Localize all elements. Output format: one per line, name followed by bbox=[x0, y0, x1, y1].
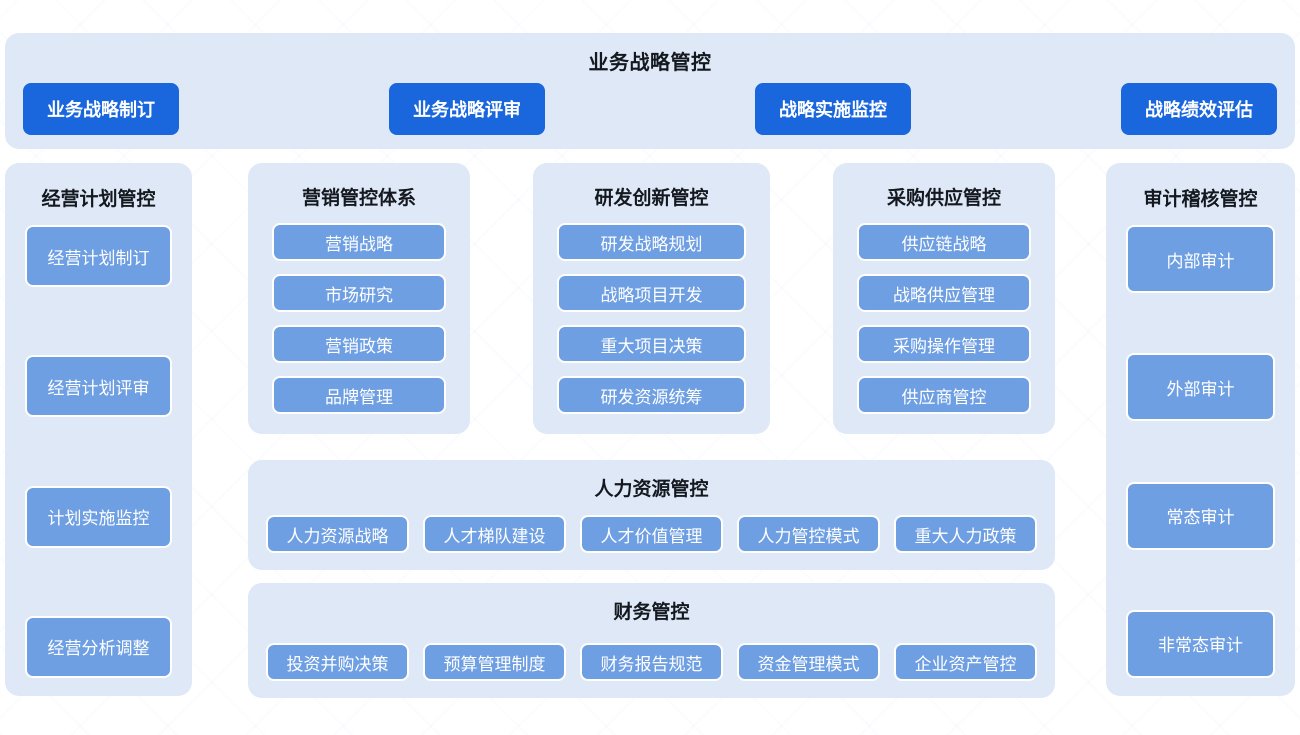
panel-business-plan-control: 经营计划管控 经营计划制订 经营计划评审 计划实施监控 经营分析调整 bbox=[5, 163, 192, 696]
item-plan-review[interactable]: 经营计划评审 bbox=[25, 355, 172, 418]
panel-items-procurement-supply-control: 供应链战略 战略供应管理 采购操作管理 供应商管控 bbox=[857, 223, 1031, 414]
panel-items-marketing-control: 营销战略 市场研究 营销政策 品牌管理 bbox=[272, 223, 446, 414]
panel-items-finance-control: 投资并购决策 预算管理制度 财务报告规范 资金管理模式 企业资产管控 bbox=[266, 643, 1037, 681]
panel-audit-control: 审计稽核管控 内部审计 外部审计 常态审计 非常态审计 bbox=[1106, 163, 1295, 696]
item-major-hr-policy[interactable]: 重大人力政策 bbox=[894, 515, 1037, 553]
strategy-button-performance-evaluation[interactable]: 战略绩效评估 bbox=[1121, 83, 1277, 135]
item-supply-chain-strategy[interactable]: 供应链战略 bbox=[857, 223, 1031, 261]
item-talent-value-management[interactable]: 人才价值管理 bbox=[580, 515, 723, 553]
business-strategy-title: 业务战略管控 bbox=[588, 52, 712, 74]
strategy-button-review[interactable]: 业务战略评审 bbox=[389, 83, 545, 135]
panel-title-marketing-control: 营销管控体系 bbox=[301, 188, 416, 209]
panel-title-audit-control: 审计稽核管控 bbox=[1143, 189, 1258, 210]
item-strategic-supply-management[interactable]: 战略供应管理 bbox=[857, 274, 1031, 312]
item-hr-strategy[interactable]: 人力资源战略 bbox=[266, 515, 409, 553]
item-plan-analysis-adjustment[interactable]: 经营分析调整 bbox=[25, 615, 172, 678]
item-investment-ma-decision[interactable]: 投资并购决策 bbox=[266, 643, 409, 681]
panel-items-rd-innovation-control: 研发战略规划 战略项目开发 重大项目决策 研发资源统筹 bbox=[557, 223, 746, 414]
panel-procurement-supply-control: 采购供应管控 供应链战略 战略供应管理 采购操作管理 供应商管控 bbox=[833, 163, 1055, 434]
strategy-button-implementation-monitoring[interactable]: 战略实施监控 bbox=[755, 83, 911, 135]
item-non-routine-audit[interactable]: 非常态审计 bbox=[1126, 609, 1275, 678]
item-routine-audit[interactable]: 常态审计 bbox=[1126, 481, 1275, 550]
item-major-project-decision[interactable]: 重大项目决策 bbox=[557, 325, 746, 363]
panel-title-business-plan-control: 经营计划管控 bbox=[41, 189, 156, 210]
item-brand-management[interactable]: 品牌管理 bbox=[272, 376, 446, 414]
item-hr-control-model[interactable]: 人力管控模式 bbox=[737, 515, 880, 553]
item-market-research[interactable]: 市场研究 bbox=[272, 274, 446, 312]
panel-title-rd-innovation-control: 研发创新管控 bbox=[594, 188, 709, 209]
panel-items-hr-control: 人力资源战略 人才梯队建设 人才价值管理 人力管控模式 重大人力政策 bbox=[266, 515, 1037, 553]
item-external-audit[interactable]: 外部审计 bbox=[1126, 353, 1275, 422]
item-plan-formulation[interactable]: 经营计划制订 bbox=[25, 225, 172, 287]
panel-items-business-plan-control: 经营计划制订 经营计划评审 计划实施监控 经营分析调整 bbox=[25, 225, 172, 678]
strategy-button-formulation[interactable]: 业务战略制订 bbox=[23, 83, 179, 135]
item-marketing-policy[interactable]: 营销政策 bbox=[272, 325, 446, 363]
business-strategy-band: 业务战略管控 业务战略制订 业务战略评审 战略实施监控 战略绩效评估 bbox=[5, 33, 1295, 149]
panel-title-finance-control: 财务管控 bbox=[613, 602, 690, 623]
business-strategy-button-row: 业务战略制订 业务战略评审 战略实施监控 战略绩效评估 bbox=[23, 83, 1277, 135]
item-supplier-control[interactable]: 供应商管控 bbox=[857, 376, 1031, 414]
panel-hr-control: 人力资源管控 人力资源战略 人才梯队建设 人才价值管理 人力管控模式 重大人力政… bbox=[248, 460, 1055, 570]
item-internal-audit[interactable]: 内部审计 bbox=[1126, 225, 1275, 293]
item-procurement-operation-management[interactable]: 采购操作管理 bbox=[857, 325, 1031, 363]
panel-finance-control: 财务管控 投资并购决策 预算管理制度 财务报告规范 资金管理模式 企业资产管控 bbox=[248, 583, 1055, 698]
panel-title-procurement-supply-control: 采购供应管控 bbox=[886, 188, 1001, 209]
item-talent-pipeline-building[interactable]: 人才梯队建设 bbox=[423, 515, 566, 553]
panel-title-hr-control: 人力资源管控 bbox=[594, 479, 709, 500]
item-fund-management-model[interactable]: 资金管理模式 bbox=[737, 643, 880, 681]
item-budget-management-system[interactable]: 预算管理制度 bbox=[423, 643, 566, 681]
item-financial-reporting-standards[interactable]: 财务报告规范 bbox=[580, 643, 723, 681]
item-enterprise-asset-control[interactable]: 企业资产管控 bbox=[894, 643, 1037, 681]
item-plan-implementation-monitoring[interactable]: 计划实施监控 bbox=[25, 485, 172, 548]
item-strategic-project-development[interactable]: 战略项目开发 bbox=[557, 274, 746, 312]
item-rd-resource-coordination[interactable]: 研发资源统筹 bbox=[557, 376, 746, 414]
panel-rd-innovation-control: 研发创新管控 研发战略规划 战略项目开发 重大项目决策 研发资源统筹 bbox=[533, 163, 770, 434]
item-marketing-strategy[interactable]: 营销战略 bbox=[272, 223, 446, 261]
panel-items-audit-control: 内部审计 外部审计 常态审计 非常态审计 bbox=[1126, 225, 1275, 678]
panel-marketing-control: 营销管控体系 营销战略 市场研究 营销政策 品牌管理 bbox=[248, 163, 470, 434]
item-rd-strategy-planning[interactable]: 研发战略规划 bbox=[557, 223, 746, 261]
